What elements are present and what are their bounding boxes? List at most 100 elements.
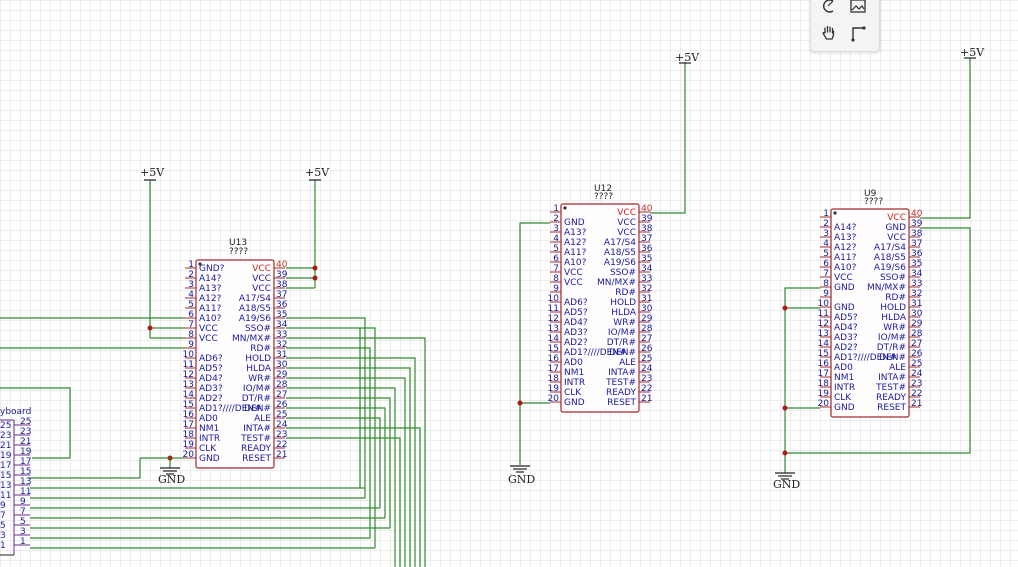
u9-ref: U9 <box>864 189 877 199</box>
pin-number: 32 <box>641 284 652 294</box>
pin-label: WR# <box>248 374 271 384</box>
pin-number: 37 <box>641 234 652 244</box>
pin-number: 30 <box>641 304 653 314</box>
pin-label: RESET <box>877 403 906 413</box>
pin-number: 2 <box>553 214 559 224</box>
pin-number: 13 <box>183 380 194 390</box>
pin-label: SSO# <box>610 268 636 278</box>
pin-number: 3 <box>553 224 559 234</box>
arc-tool-icon[interactable] <box>816 0 842 17</box>
pin-number: 31 <box>641 294 652 304</box>
kbd-pin-left: 9 <box>0 501 6 511</box>
bus-wire <box>286 397 391 528</box>
pin-label: RD# <box>615 288 636 298</box>
pin-label: AD3? <box>564 328 588 338</box>
pan-hand-icon[interactable] <box>816 22 842 44</box>
pin-number: 32 <box>276 340 287 350</box>
pin-label: AD3? <box>834 333 858 343</box>
pin-label: AD1?////DEN# <box>834 353 897 363</box>
pin-number: 28 <box>276 380 288 390</box>
pin-label: A11? <box>199 304 222 314</box>
pin-number: 16 <box>818 359 830 369</box>
kbd-pin-right: 19 <box>20 447 32 457</box>
pin-number: 9 <box>553 284 559 294</box>
kbd-pin-right: 21 <box>20 437 31 447</box>
pin-number: 26 <box>276 400 288 410</box>
pin-label: READY <box>241 444 272 454</box>
kbd-pin-right: 11 <box>20 487 31 497</box>
pin-number: 17 <box>183 420 194 430</box>
pin-label: RESET <box>607 398 636 408</box>
pin-label: A17/S4 <box>604 238 636 248</box>
pin-label: ALE <box>619 358 636 368</box>
pin-number: 21 <box>276 450 287 460</box>
pin-number: 6 <box>188 310 194 320</box>
pin-number: 39 <box>641 214 653 224</box>
pin-number: 34 <box>276 320 288 330</box>
pin-number: 30 <box>911 309 923 319</box>
pin-number: 14 <box>548 334 560 344</box>
pin-label: VCC <box>834 273 853 283</box>
pin-number: 29 <box>276 370 288 380</box>
u12-ref: U12 <box>594 184 612 194</box>
pin-number: 29 <box>641 314 653 324</box>
pin-number: 37 <box>911 239 922 249</box>
pin-number: 36 <box>911 249 923 259</box>
pin-number: 18 <box>548 374 560 384</box>
bus-wire <box>286 417 381 508</box>
u9-vcc-label: +5V <box>960 46 985 59</box>
pin-label: A13? <box>199 284 222 294</box>
pin-number: 10 <box>818 299 830 309</box>
u9-gnd-label: GND <box>773 478 800 491</box>
pin-label: A18/S5 <box>874 253 906 263</box>
pin-number: 1 <box>823 209 829 219</box>
u9-value: ???? <box>864 197 883 207</box>
pin-number: 30 <box>276 360 288 370</box>
pin-number: 6 <box>553 254 559 264</box>
pin-number: 3 <box>823 229 829 239</box>
kbd-pin-left: 7 <box>0 511 6 521</box>
pin-number: 24 <box>911 369 923 379</box>
pin-label: NM1 <box>834 373 854 383</box>
wire-tool-icon[interactable] <box>845 22 871 44</box>
pin-label: RD# <box>250 344 271 354</box>
pin-label: A10? <box>199 314 222 324</box>
pin-number: 22 <box>276 440 287 450</box>
pin-label: A12? <box>834 243 857 253</box>
pin-label: VCC <box>199 334 218 344</box>
pin-label: NM1 <box>199 424 219 434</box>
pin-number: 8 <box>553 274 559 284</box>
pin-number: 7 <box>823 269 829 279</box>
pin-label: AD4? <box>564 318 588 328</box>
bus-wire <box>286 327 376 548</box>
pin-number: 3 <box>188 280 194 290</box>
pin-label: DEN# <box>609 348 636 358</box>
pin-number: 20 <box>818 399 830 409</box>
pin-number: 19 <box>818 389 830 399</box>
u13-gnd-label: GND <box>158 473 185 486</box>
bus-wire <box>286 317 366 498</box>
pin-number: 28 <box>641 324 653 334</box>
pin-label: VCC <box>617 218 636 228</box>
pin-label: WR# <box>883 323 906 333</box>
pin-label: GND <box>199 454 220 464</box>
pin-number: 38 <box>641 224 653 234</box>
pin-number: 23 <box>911 379 922 389</box>
pin-label: GND <box>834 283 855 293</box>
kbd-pin-right: 7 <box>20 507 26 517</box>
pin-number: 39 <box>276 270 288 280</box>
pin-number: 1 <box>553 204 559 214</box>
pin-number: 34 <box>911 269 923 279</box>
image-tool-icon[interactable] <box>845 0 871 17</box>
pin-label: A12? <box>199 294 222 304</box>
pin-label: INTA# <box>243 424 271 434</box>
pin-number: 24 <box>276 420 288 430</box>
pin-number: 20 <box>183 450 195 460</box>
pin-label: GND <box>834 403 855 413</box>
